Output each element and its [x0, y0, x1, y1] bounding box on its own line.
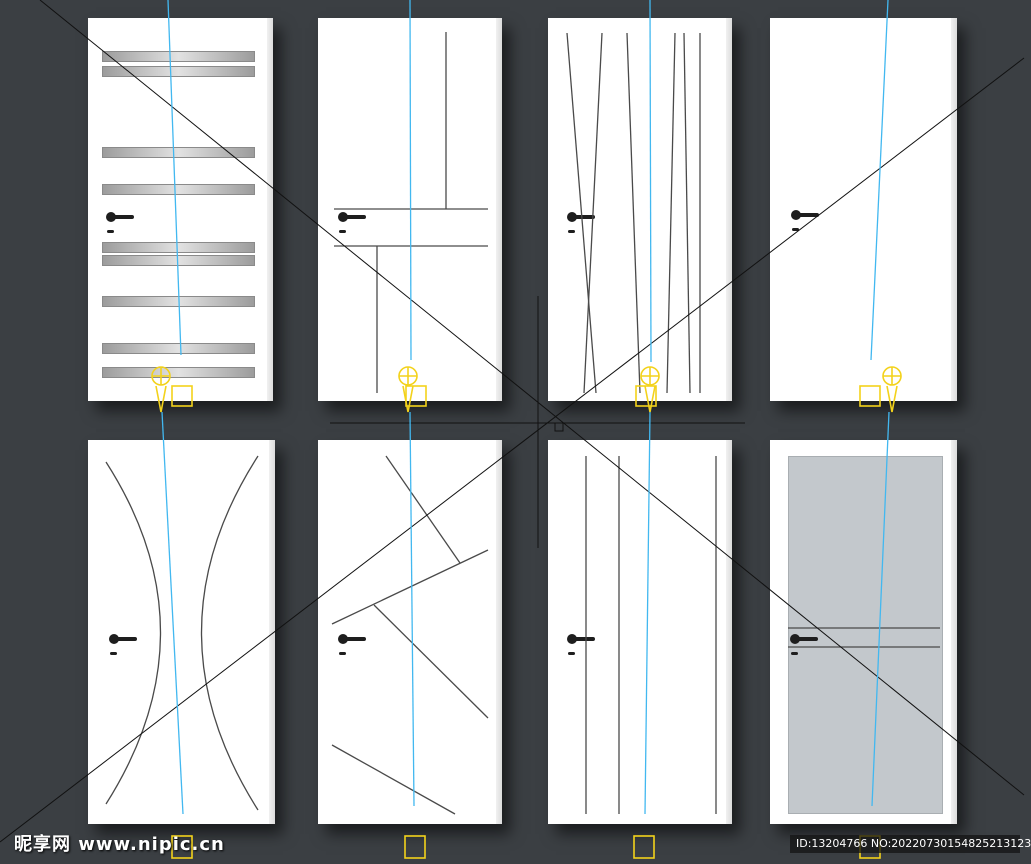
door-diagonal-grooves[interactable]: [548, 18, 732, 401]
camera-box-icon: [171, 835, 881, 859]
watermark-logo: 昵享网 www.nipic.cn: [14, 834, 225, 855]
glass-strip: [102, 51, 255, 62]
keyhole: [792, 228, 799, 231]
door-handle-icon: [338, 212, 366, 226]
watermark-id-strip: ID:13204766 NO:20220730154825213123: [790, 835, 1031, 853]
door-vertical-lines[interactable]: [548, 440, 732, 824]
camera-rays: [161, 0, 890, 815]
door-handle-icon: [109, 634, 137, 648]
keyhole: [107, 230, 114, 233]
door-curved-arcs[interactable]: [88, 440, 275, 824]
grey-inset-panel: [788, 456, 943, 814]
keyhole: [568, 230, 575, 233]
door-handle-icon: [106, 212, 134, 226]
door-plain[interactable]: [770, 18, 957, 401]
glass-strip: [102, 147, 255, 158]
door-handle-icon: [338, 634, 366, 648]
door-angled-lines[interactable]: [318, 440, 502, 824]
camera-target-icon: [151, 366, 902, 413]
door-grey-panel[interactable]: [770, 440, 957, 824]
keyhole: [110, 652, 117, 655]
glass-strip: [102, 367, 255, 378]
origin-axis-icon: [554, 422, 564, 432]
keyhole: [339, 652, 346, 655]
keyhole: [339, 230, 346, 233]
scene-guide-lines: [0, 0, 1025, 843]
keyhole: [568, 652, 575, 655]
door-handle-icon: [790, 634, 818, 648]
door-grooves: [105, 32, 940, 815]
glass-strip: [102, 343, 255, 354]
glass-strip: [102, 255, 255, 266]
watermark-id-text: ID:13204766 NO:20220730154825213123: [796, 837, 1031, 850]
door-handle-icon: [791, 210, 819, 224]
glass-strip: [102, 184, 255, 195]
door-handle-icon: [567, 634, 595, 648]
door-handle-icon: [567, 212, 595, 226]
keyhole: [791, 652, 798, 655]
glass-strip: [102, 242, 255, 253]
glass-strip: [102, 66, 255, 77]
